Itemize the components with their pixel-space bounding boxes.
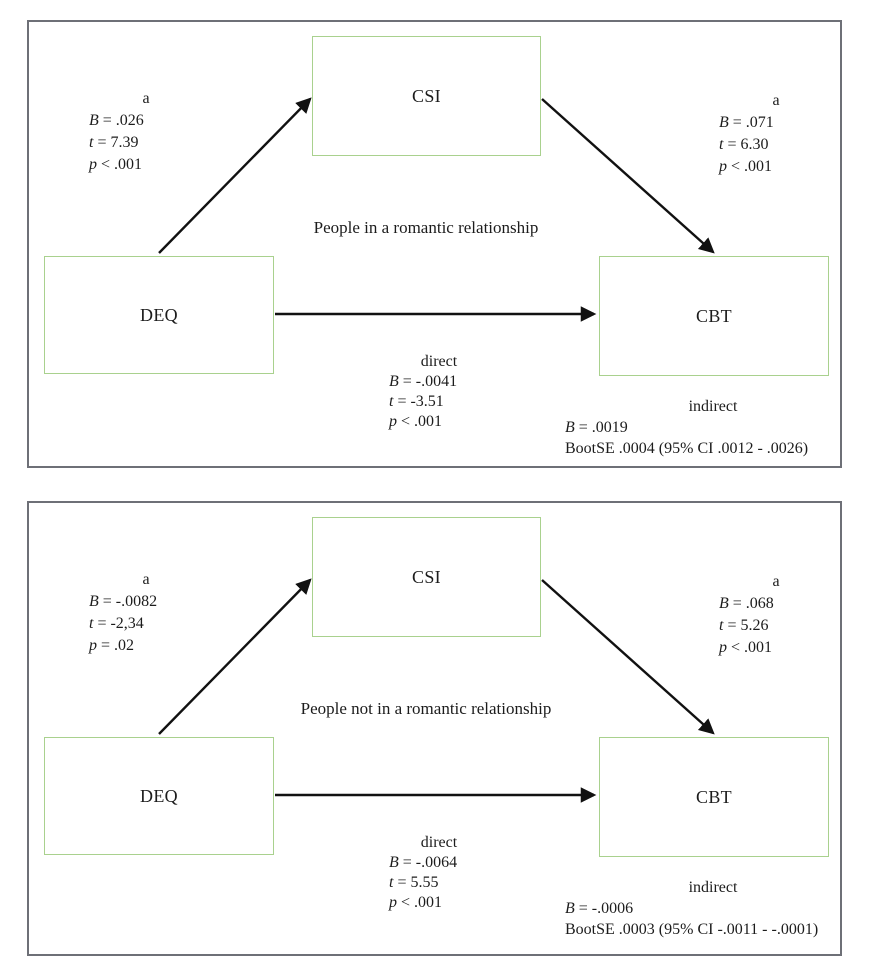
path-a-B: B = -.0082 (89, 593, 158, 610)
path-a-label: a (142, 90, 150, 107)
mediator-box: CSI (312, 517, 541, 637)
outcome-box: CBT (599, 737, 829, 857)
direct-label: direct (420, 834, 458, 851)
mediation-panel-not-romantic: CSI DEQ CBT a B = -.0082 t = -2,34 p = .… (27, 501, 842, 956)
indirect-label: indirect (688, 398, 738, 415)
path-a-t: t = 7.39 (89, 134, 139, 151)
path-a-arrow (158, 97, 312, 254)
path-b-arrow (541, 98, 715, 254)
path-a-t: t = -2,34 (89, 615, 144, 632)
indirect-B: B = .0019 (565, 419, 628, 436)
direct-effect-stats: direct B = -.0064 t = 5.55 p < .001 (389, 833, 489, 913)
path-b-stats: a B = .071 t = 6.30 p < .001 (719, 90, 833, 178)
indirect-label: indirect (688, 879, 738, 896)
direct-p: p < .001 (389, 894, 443, 911)
path-a-label: a (142, 571, 150, 588)
direct-B: B = -.0041 (389, 373, 458, 390)
predictor-box: DEQ (44, 737, 274, 855)
predictor-label: DEQ (140, 304, 178, 325)
path-b-p: p < .001 (719, 639, 773, 656)
group-label: People not in a romantic relationship (300, 699, 552, 718)
mediation-panel-romantic: CSI DEQ CBT a B = .026 t = 7.39 p < .001… (27, 20, 842, 468)
outcome-label: CBT (696, 786, 732, 807)
mediator-label: CSI (412, 566, 441, 587)
indirect-effect-stats: indirect B = .0019 BootSE .0004 (95% CI … (565, 396, 861, 459)
direct-effect-stats: direct B = -.0041 t = -3.51 p < .001 (389, 352, 489, 432)
path-arrows (158, 97, 715, 322)
path-a-p: p = .02 (89, 637, 135, 654)
indirect-B: B = -.0006 (565, 900, 634, 917)
direct-B: B = -.0064 (389, 854, 458, 871)
path-a-arrow (158, 578, 312, 735)
path-b-arrow (541, 579, 715, 735)
path-a-p: p < .001 (89, 156, 143, 173)
path-arrows (158, 578, 715, 803)
path-b-B: B = .071 (719, 114, 774, 131)
path-b-label: a (772, 573, 780, 590)
path-b-label: a (772, 92, 780, 109)
direct-t: t = 5.55 (389, 874, 439, 891)
predictor-label: DEQ (140, 785, 178, 806)
mediator-box: CSI (312, 36, 541, 156)
direct-label: direct (420, 353, 458, 370)
indirect-bootse: BootSE .0004 (95% CI .0012 - .0026) (565, 440, 809, 457)
outcome-label: CBT (696, 305, 732, 326)
indirect-effect-stats: indirect B = -.0006 BootSE .0003 (95% CI… (565, 877, 861, 940)
mediator-label: CSI (412, 85, 441, 106)
direct-t: t = -3.51 (389, 393, 444, 410)
path-b-t: t = 5.26 (719, 617, 769, 634)
group-label: People in a romantic relationship (313, 218, 539, 237)
outcome-box: CBT (599, 256, 829, 376)
path-a-B: B = .026 (89, 112, 144, 129)
indirect-bootse: BootSE .0003 (95% CI -.0011 - -.0001) (565, 921, 819, 938)
path-b-stats: a B = .068 t = 5.26 p < .001 (719, 571, 833, 659)
path-b-p: p < .001 (719, 158, 773, 175)
direct-p: p < .001 (389, 413, 443, 430)
path-b-t: t = 6.30 (719, 136, 769, 153)
predictor-box: DEQ (44, 256, 274, 374)
path-b-B: B = .068 (719, 595, 774, 612)
path-a-stats: a B = -.0082 t = -2,34 p = .02 (89, 569, 203, 657)
path-a-stats: a B = .026 t = 7.39 p < .001 (89, 88, 203, 176)
